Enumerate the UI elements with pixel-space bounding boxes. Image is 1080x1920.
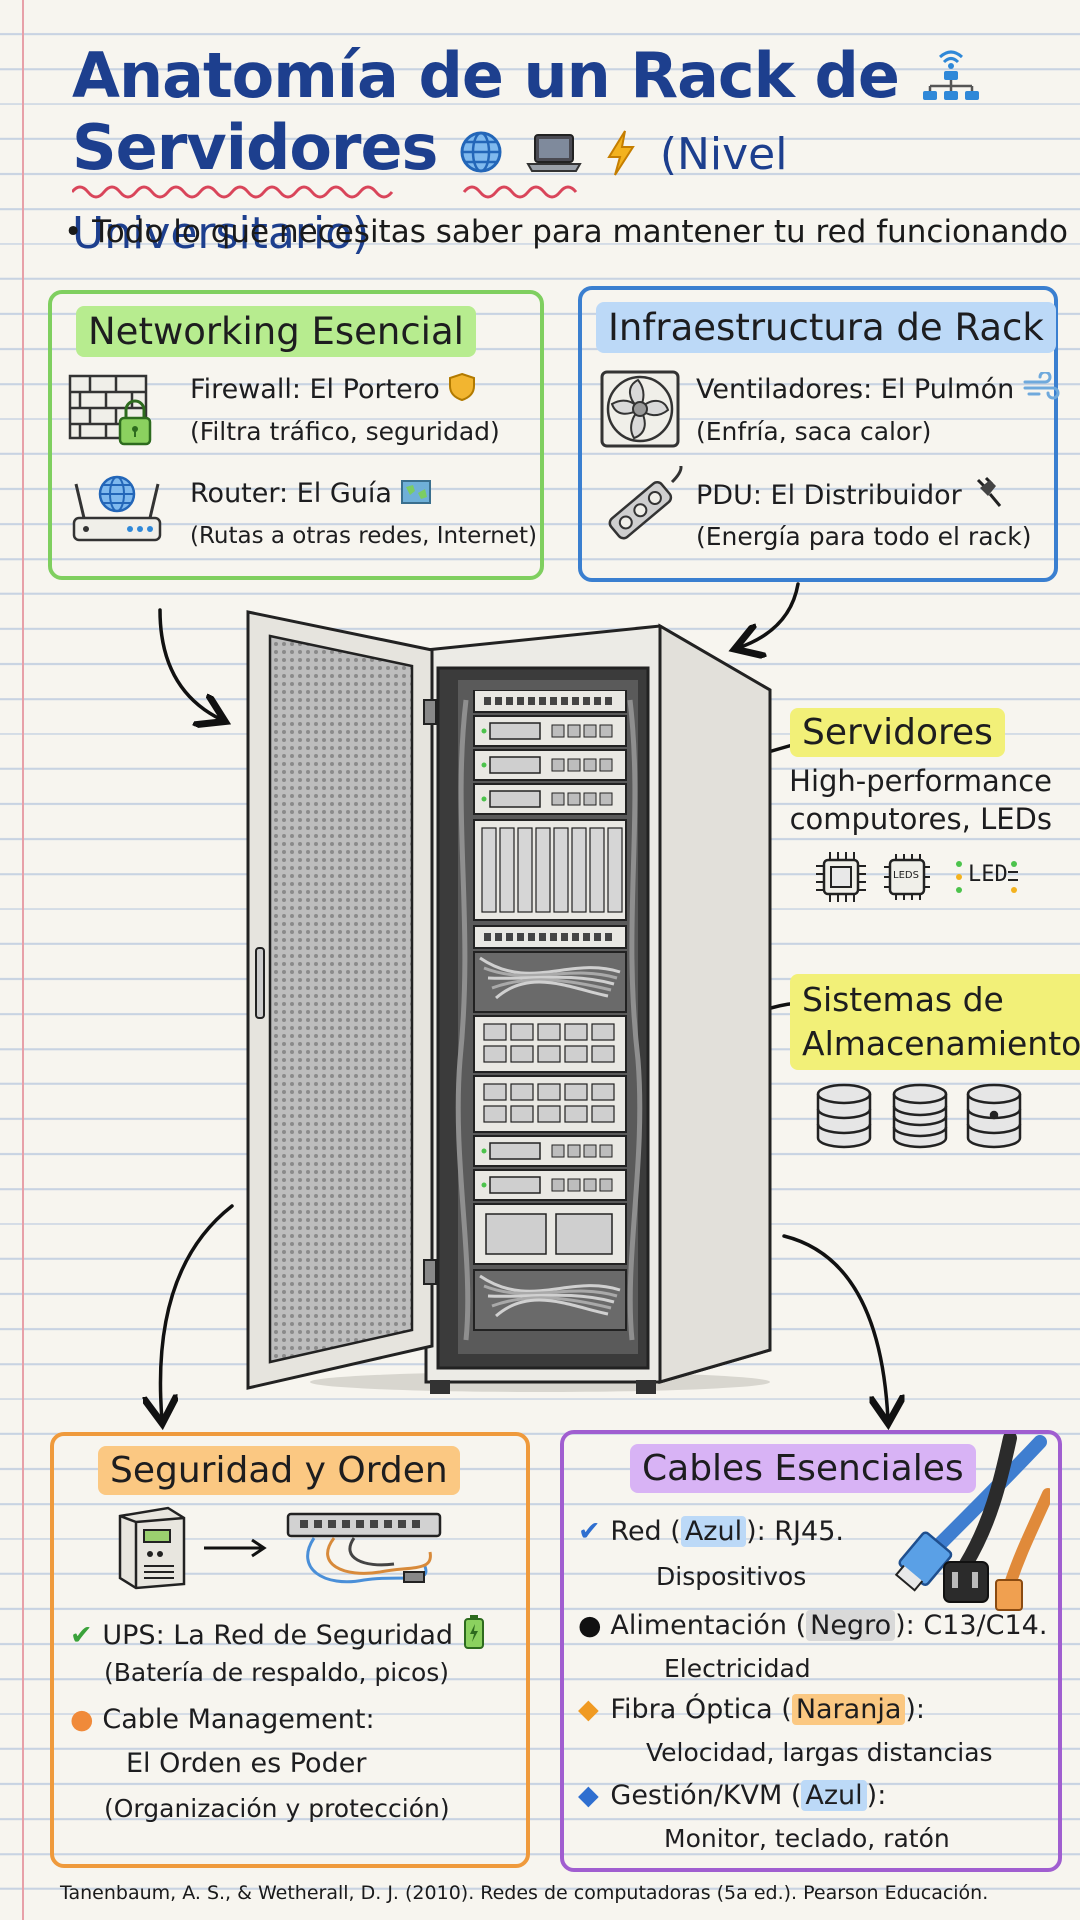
rack-unit-cable [473, 1269, 627, 1331]
cables-icon [894, 1434, 1050, 1611]
database-icon [816, 1083, 872, 1149]
router-desc: (Rutas a otras redes, Internet) [190, 523, 537, 549]
tagline: • Todo lo que necesitas saber para mante… [64, 214, 1068, 250]
leds-chip-icon: LEDS [882, 852, 932, 902]
lightning-icon [607, 130, 636, 176]
rack-unit-srv [473, 1169, 627, 1201]
wifi-network-icon [922, 50, 979, 100]
security-box [50, 1432, 530, 1868]
ups-icon [118, 1506, 186, 1590]
orange-diamond-icon: ◆ [578, 1694, 599, 1725]
cable-item-red-desc: Dispositivos [656, 1562, 807, 1591]
cable-item-power-desc: Electricidad [664, 1654, 811, 1683]
rack-unit-srv [473, 783, 627, 815]
router-icon [72, 475, 162, 542]
database-icons [816, 1083, 1022, 1149]
ups-item: ✔UPS: La Red de Seguridad [70, 1614, 486, 1651]
notebook-margin-line [22, 0, 24, 1920]
map-icon [400, 480, 431, 504]
led-indicator-icon: LED [952, 858, 1022, 896]
rack-units [473, 690, 627, 1331]
page-title: Anatomía de un Rack de Servidores (Nivel… [72, 40, 1032, 270]
rack-unit-srv [473, 1135, 627, 1167]
battery-icon [463, 1615, 484, 1649]
plug-icon [977, 476, 1002, 507]
globe-icon [460, 131, 502, 173]
infra-box [578, 286, 1058, 582]
rack-unit-disk [473, 1075, 627, 1133]
networking-box [48, 290, 544, 580]
infra-heading: Infraestructura de Rack [596, 302, 1056, 353]
servers-heading: Servidores [790, 708, 1005, 757]
orange-bullet-icon: ● [70, 1704, 94, 1735]
rack-unit-blade [473, 819, 627, 921]
cable-management-line2: El Orden es Poder [126, 1748, 367, 1779]
title-suffix: (Nivel Universitario) [72, 129, 788, 259]
cable-management-item: ●Cable Management: [70, 1704, 375, 1735]
laptop-icon [525, 134, 582, 172]
cable-item-red: ✔Red (Azul): RJ45. [578, 1516, 844, 1547]
firewall-title: Firewall: El Portero [190, 372, 476, 405]
wind-icon [1023, 370, 1060, 400]
cable-item-kvm: ◆Gestión/KVM (Azul): [578, 1780, 887, 1811]
pdu-icon [608, 466, 683, 540]
cable-management-line3: (Organización y protección) [104, 1794, 450, 1823]
shield-icon [449, 372, 476, 402]
security-heading: Seguridad y Orden [98, 1446, 460, 1495]
citation: Tanenbaum, A. S., & Wetherall, D. J. (20… [60, 1882, 989, 1904]
right-arrow-icon [204, 1538, 267, 1558]
fan-icon [600, 370, 680, 448]
black-bullet-icon: ● [578, 1610, 602, 1641]
servers-desc: High-performance computores, LEDs [789, 764, 1052, 836]
rack-unit-big [473, 1203, 627, 1265]
firewall-desc: (Filtra tráfico, seguridad) [190, 417, 500, 446]
rack-unit-cable [473, 951, 627, 1013]
cables-box [560, 1430, 1062, 1872]
database-icon [892, 1083, 948, 1149]
rack-unit-patch [473, 925, 627, 949]
ups-desc: (Batería de respaldo, picos) [104, 1658, 450, 1687]
cable-item-kvm-desc: Monitor, teclado, ratón [664, 1824, 950, 1853]
pdu-title: PDU: El Distribuidor [696, 476, 1004, 511]
cable-item-fiber: ◆Fibra Óptica (Naranja): [578, 1694, 926, 1725]
title-line2: Servidores [72, 111, 438, 184]
cpu-chip-icon [816, 852, 866, 902]
rack-unit-patch [473, 690, 627, 713]
blue-check-icon: ✔ [578, 1516, 601, 1547]
cable-item-power: ●Alimentación (Negro): C13/C14. [578, 1610, 1048, 1641]
fans-desc: (Enfría, saca calor) [696, 417, 932, 446]
firewall-icon [68, 374, 152, 446]
title-underline-squiggle [72, 185, 578, 199]
fans-title: Ventiladores: El Pulmón [696, 370, 1061, 405]
rack-unit-disk [473, 1015, 627, 1073]
blue-diamond-icon: ◆ [578, 1780, 599, 1811]
storage-heading: Sistemas de Almacenamiento [790, 974, 1080, 1070]
networking-heading: Networking Esencial [76, 306, 476, 357]
cable-item-fiber-desc: Velocidad, largas distancias [646, 1738, 993, 1767]
title-line1: Anatomía de un Rack de [72, 39, 900, 112]
database-icon [966, 1083, 1022, 1149]
pdu-desc: (Energía para todo el rack) [696, 522, 1032, 551]
rack-unit-srv [473, 749, 627, 781]
patch-panel-icon [286, 1512, 442, 1584]
router-title: Router: El Guía [190, 478, 431, 509]
cables-heading: Cables Esenciales [630, 1444, 976, 1493]
rack-unit-srv [473, 715, 627, 747]
check-icon: ✔ [70, 1620, 93, 1651]
